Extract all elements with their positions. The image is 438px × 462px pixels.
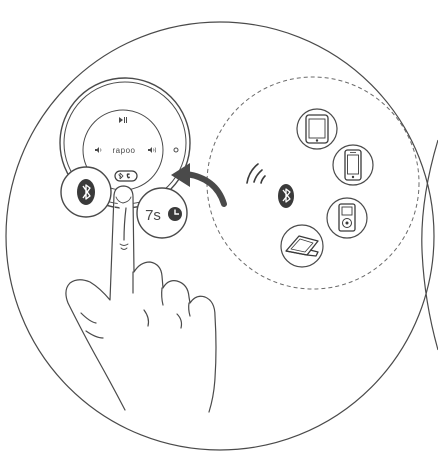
device-music-player [326, 197, 368, 239]
volume-up-icon[interactable] [148, 147, 157, 153]
wireless-signal-icon [246, 163, 266, 184]
outer-circle-frame [5, 21, 435, 451]
bluetooth-badge [60, 166, 112, 218]
bluetooth-phone-button[interactable] [114, 170, 138, 182]
hold-duration-badge: 7s [136, 187, 188, 239]
adjacent-circle-edge [421, 139, 438, 351]
pairing-arrow [171, 163, 227, 207]
device-tablet [296, 108, 338, 150]
smartphone-icon [344, 149, 362, 181]
bluetooth-icon [282, 188, 291, 203]
tablet-icon [305, 114, 329, 144]
brand-logo: rapoo [113, 146, 136, 155]
volume-down-icon[interactable] [95, 147, 102, 153]
ipod-icon [338, 203, 356, 232]
ring-indicator-dot [173, 147, 179, 153]
bluetooth-small-badge [278, 184, 294, 208]
bluetooth-icon [82, 184, 91, 200]
device-laptop [280, 224, 324, 268]
pointing-hand-illustration [65, 185, 217, 413]
hold-duration-label: 7s [145, 207, 161, 224]
laptop-icon [285, 235, 319, 257]
device-smartphone [332, 144, 374, 186]
play-pause-icon[interactable] [119, 117, 127, 123]
clock-icon [168, 207, 182, 221]
